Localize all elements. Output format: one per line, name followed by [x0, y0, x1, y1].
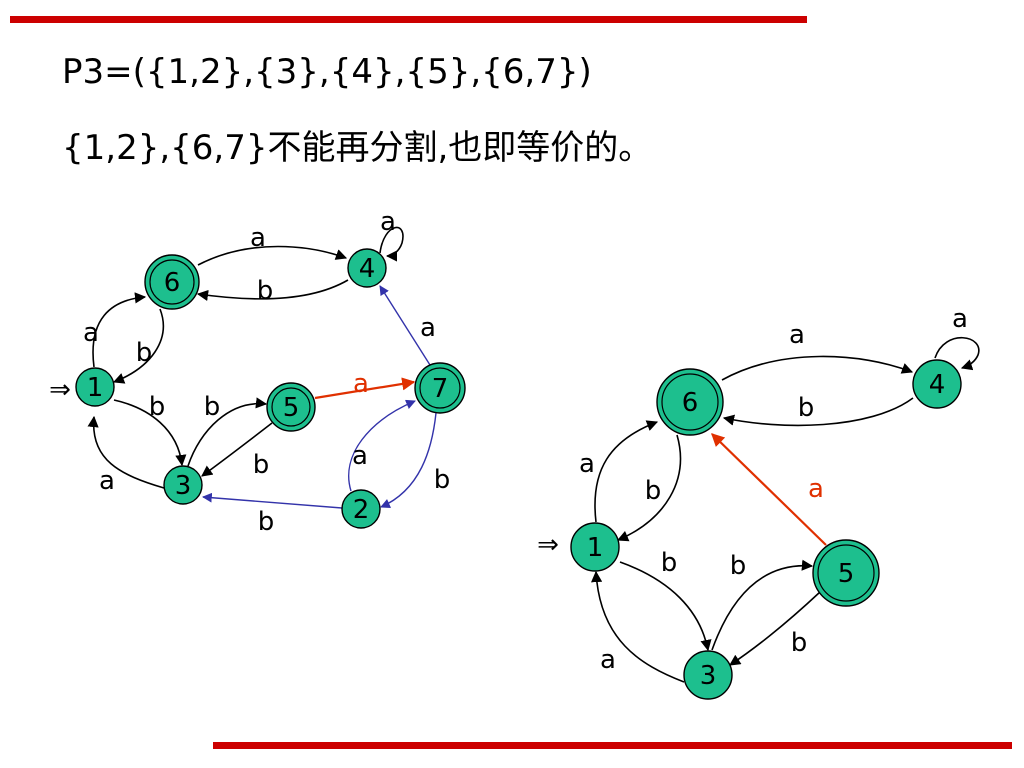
state-left-3: 3: [163, 465, 203, 505]
state-circle: [347, 248, 387, 288]
edge-left-1-to-6: [92, 292, 147, 368]
state-circle: [414, 362, 466, 414]
state-circle: [75, 367, 115, 407]
edge-label-left-3-5: b: [204, 392, 221, 422]
accepting-ring: [817, 544, 875, 602]
edge-left-3-to-5: [187, 397, 268, 467]
state-circle: [656, 368, 724, 436]
state-circle: [570, 522, 620, 572]
edge-right-4-to-6: [722, 397, 914, 427]
edge-label-left-1-3: b: [149, 392, 166, 422]
state-left-7: 7: [414, 362, 466, 414]
edge-left-2-to-7: [348, 399, 416, 492]
state-left-5: 5: [266, 382, 316, 432]
state-label: 3: [700, 661, 717, 691]
state-right-4: 4: [912, 359, 962, 409]
start-marker-right: ⇒: [537, 530, 559, 560]
edge-left-2-to-3: [202, 492, 343, 509]
accepting-ring: [271, 387, 311, 427]
edge-right-4-to-4: [934, 336, 980, 371]
edge-label-left-4-6: b: [257, 276, 274, 306]
top-accent-bar: [10, 16, 807, 23]
edge-left-7-to-4: [379, 285, 431, 366]
edge-label-left-4-4: a: [380, 207, 396, 237]
state-circle: [812, 539, 880, 607]
edge-label-right-5-6: a: [808, 474, 824, 504]
state-right-5: 5: [812, 539, 880, 607]
state-left-4: 4: [347, 248, 387, 288]
edge-left-6-to-1: [112, 308, 165, 384]
state-label: 4: [359, 254, 376, 284]
dfa-right: [591, 336, 980, 683]
state-label: 7: [432, 374, 449, 404]
edge-left-3-to-1: [87, 415, 165, 489]
state-label: 4: [929, 370, 946, 400]
edge-left-4-to-4: [379, 226, 404, 262]
edge-label-left-5-7: a: [353, 369, 369, 399]
state-right-6: 6: [656, 368, 724, 436]
edge-label-right-4-4: a: [952, 304, 968, 334]
state-label: 5: [283, 393, 300, 423]
start-marker-left: ⇒: [49, 375, 71, 405]
state-left-1: 1: [75, 367, 115, 407]
edge-right-5-to-6: [711, 433, 827, 546]
state-left-2: 2: [341, 489, 381, 529]
edge-left-6-to-4: [197, 245, 348, 266]
edge-label-left-2-7: a: [352, 441, 368, 471]
edge-label-right-6-1: b: [645, 476, 662, 506]
state-right-1: 1: [570, 522, 620, 572]
state-left-6: 6: [144, 254, 200, 310]
edge-right-3-to-1: [591, 570, 685, 683]
edge-label-left-2-3: b: [258, 507, 275, 537]
edge-right-1-to-6: [594, 420, 659, 523]
state-circle: [144, 254, 200, 310]
state-label: 1: [87, 373, 104, 403]
edge-right-5-to-3: [729, 591, 821, 666]
edge-label-right-1-6: a: [579, 449, 595, 479]
equivalence-note: {1,2},{6,7}不能再分割,也即等价的。: [62, 128, 653, 168]
edge-label-right-3-1: a: [600, 645, 616, 675]
edge-right-1-to-3: [619, 561, 712, 652]
accepting-ring: [419, 367, 461, 409]
bottom-accent-bar: [213, 742, 1012, 749]
accepting-ring: [661, 373, 719, 431]
edge-label-right-1-3: b: [661, 548, 678, 578]
edge-label-left-6-4: a: [250, 223, 266, 253]
accepting-ring: [149, 259, 195, 305]
state-label: 3: [175, 471, 192, 501]
edge-right-6-to-1: [616, 434, 682, 542]
state-label: 6: [682, 388, 699, 418]
edge-left-7-to-2: [380, 412, 437, 508]
state-label: 1: [587, 533, 604, 563]
edge-label-right-5-3: b: [791, 628, 808, 658]
edge-right-6-to-4: [721, 355, 914, 381]
edge-label-left-7-2: b: [434, 465, 451, 495]
edge-label-right-3-5: b: [730, 551, 747, 581]
edge-left-5-to-3: [201, 422, 273, 477]
state-label: 5: [838, 559, 855, 589]
edge-left-1-to-3: [113, 399, 187, 467]
edge-right-3-to-5: [711, 559, 814, 651]
dfa-left: [87, 226, 437, 509]
state-circle: [341, 489, 381, 529]
edge-label-left-7-4: a: [420, 313, 436, 343]
edge-left-5-to-7: [314, 377, 416, 400]
edge-label-left-1-6: a: [83, 318, 99, 348]
edge-label-right-4-6: b: [798, 393, 815, 423]
state-circle: [912, 359, 962, 409]
partition-heading: P3=({1,2},{3},{4},{5},{6,7}): [62, 52, 592, 92]
state-label: 6: [164, 268, 181, 298]
state-circle: [683, 650, 733, 700]
state-circle: [266, 382, 316, 432]
state-right-3: 3: [683, 650, 733, 700]
edge-label-left-6-1: b: [136, 338, 153, 368]
state-circle: [163, 465, 203, 505]
edge-label-right-6-4: a: [789, 320, 805, 350]
edge-label-left-5-3: b: [253, 450, 270, 480]
edge-left-4-to-6: [196, 279, 349, 301]
state-label: 2: [353, 495, 370, 525]
edge-label-left-3-1: a: [99, 466, 115, 496]
